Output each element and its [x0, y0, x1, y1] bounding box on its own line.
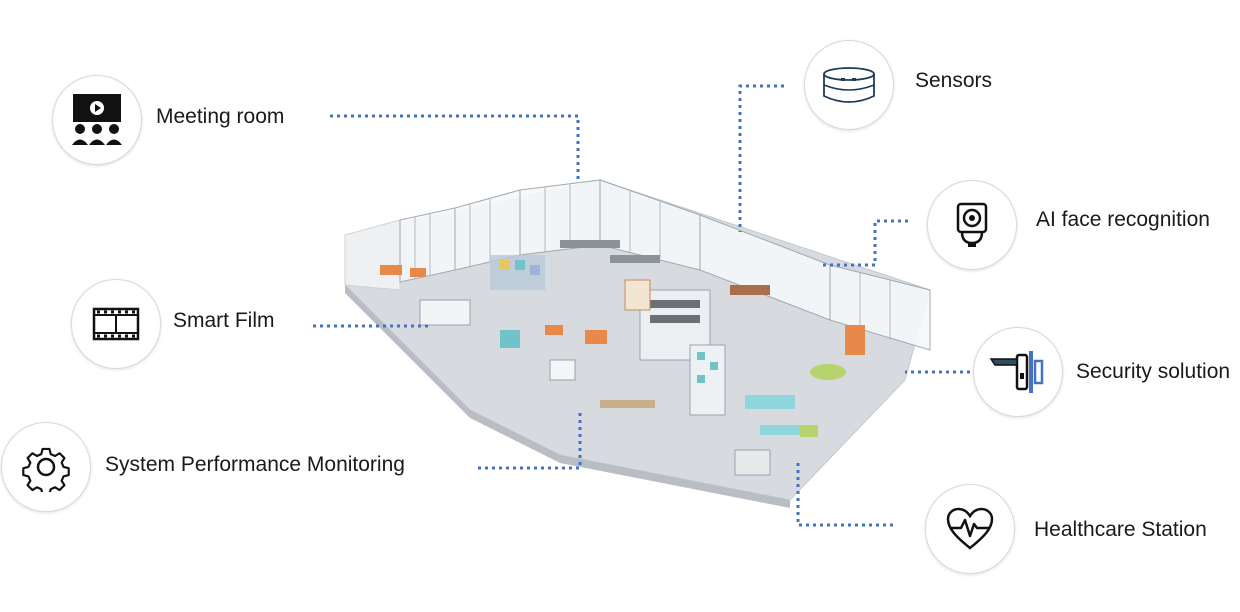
connector-meeting-room: [330, 114, 580, 182]
system-monitoring-label: System Performance Monitoring: [105, 453, 405, 476]
film-strip-icon: [92, 307, 140, 341]
security-label: Security solution: [1076, 360, 1231, 383]
camera-icon: [956, 202, 988, 247]
sensors-label: Sensors: [915, 69, 993, 92]
sensors-icon-circle[interactable]: [804, 40, 894, 130]
healthcare-label: Healthcare Station: [1034, 518, 1207, 541]
sensor-puck-icon: [823, 67, 875, 103]
connector-system-monitoring: [478, 410, 582, 470]
window-mullions: [414, 184, 891, 340]
meeting-room-icon: [72, 94, 122, 145]
smart-film-label: Smart Film: [173, 309, 275, 332]
meeting-room-label: Meeting room: [156, 105, 285, 128]
meeting-room-icon-circle[interactable]: [52, 75, 142, 165]
door-lock-icon: [989, 351, 1044, 393]
furniture: [380, 240, 865, 476]
connector-face-recognition: [822, 219, 908, 267]
floor-slab-edge: [345, 285, 790, 508]
system-monitoring-icon-circle[interactable]: [1, 422, 91, 512]
healthcare-icon-circle[interactable]: [925, 484, 1015, 574]
connector-healthcare: [796, 460, 893, 527]
smart-film-icon-circle[interactable]: [71, 279, 161, 369]
face-recognition-icon-circle[interactable]: [927, 180, 1017, 270]
glass-partitions: [399, 179, 931, 351]
face-recognition-label: AI face recognition: [1036, 208, 1210, 231]
gear-icon: [22, 447, 70, 492]
heart-pulse-icon: [946, 507, 994, 550]
security-icon-circle[interactable]: [973, 327, 1063, 417]
connector-sensors: [738, 84, 784, 232]
